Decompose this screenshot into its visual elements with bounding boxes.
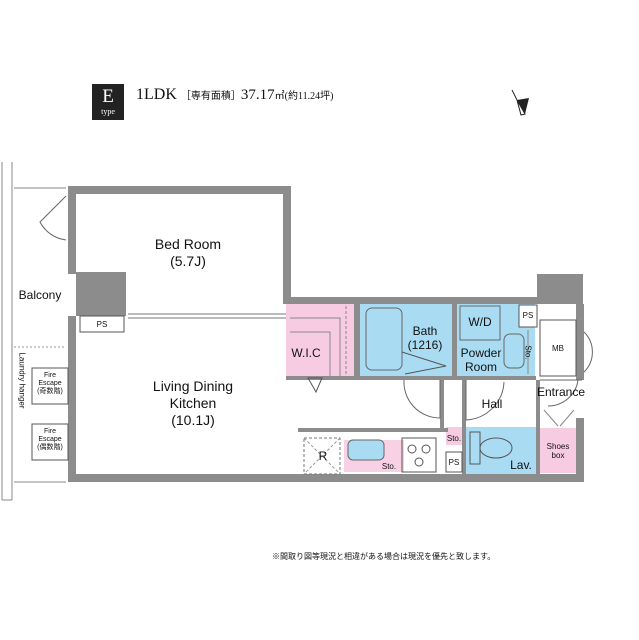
balcony-label: Balcony (18, 288, 62, 302)
bedroom-label: Bed Room (5.7J) (148, 236, 228, 270)
layout-label: 1LDK (136, 86, 177, 103)
unit-type-letter: E (102, 86, 114, 107)
shoes-box-label: Shoes box (540, 442, 576, 460)
bath-size: (1216) (407, 338, 443, 352)
unit-type-word: type (101, 107, 115, 116)
ldk-name-line1: Living Dining (152, 378, 234, 394)
fire-escape-1-line3: (奇数階) (37, 388, 63, 395)
washing-machine-pan (459, 305, 501, 341)
ps-box-powder (518, 304, 538, 328)
ps-box-lav (445, 451, 463, 473)
lav-area (465, 427, 537, 474)
fire-escape-hatch-1 (31, 367, 69, 405)
bath-area (360, 303, 452, 376)
sto-kitchen-label: Sto. (381, 462, 397, 471)
toilet-bowl (479, 437, 513, 459)
mb-box (539, 319, 577, 377)
exterior-left-rail (1, 162, 66, 501)
bedroom-name: Bed Room (154, 236, 222, 252)
shoes-box-line1: Shoes (546, 442, 570, 451)
sto-lav-label: Sto. (446, 434, 462, 443)
disclaimer-note: ※間取り図等現況と相違がある場合は現況を優先と致します。 (272, 552, 496, 561)
shoes-box-doors (543, 409, 575, 427)
area-tsubo: (約11.24坪) (284, 91, 334, 102)
hall-door-powder (465, 380, 505, 421)
sto-lav-area (446, 427, 464, 445)
area-unit: ㎡ (274, 91, 285, 102)
bath-door (401, 351, 447, 375)
unit-type-badge: E type (92, 84, 124, 120)
sliding-partition (128, 313, 286, 319)
mb-label: MB (552, 344, 564, 353)
plan-title: 1LDK ［専有面積］37.17㎡(約11.24坪) (136, 86, 333, 104)
ps-balcony-label: PS (96, 320, 108, 329)
fire-escape-label-1: Fire Escape (奇数階) (32, 372, 68, 396)
fire-escape-2-line3: (偶数階) (37, 444, 63, 451)
cooktop (401, 437, 437, 473)
hall-door-left (403, 379, 441, 419)
north-arrow-icon (511, 89, 529, 116)
lav-label: Lav. (510, 458, 532, 472)
fridge-space (303, 437, 341, 475)
entrance-door (540, 379, 582, 407)
ps-lav-label: PS (448, 458, 460, 467)
powder-name-line1: Powder (460, 346, 502, 360)
wic-door (307, 377, 323, 394)
bathtub (365, 307, 403, 371)
ps-box-balcony (79, 315, 125, 333)
ldk-name-line2: Kitchen (169, 395, 217, 411)
hall-label: Hall (481, 397, 503, 411)
fridge-label: R (318, 449, 328, 463)
powder-name-line2: Room (464, 360, 497, 374)
entrance-label: Entrance (536, 385, 586, 399)
powder-label: Powder Room (454, 346, 508, 374)
fire-escape-hatch-2 (31, 423, 69, 461)
bath-name: Bath (412, 324, 438, 338)
ps-powder-label: PS (522, 311, 534, 320)
fire-escape-label-2: Fire Escape (偶数階) (32, 428, 68, 452)
area-value: 37.17 (240, 87, 275, 103)
wd-label: W/D (468, 315, 492, 329)
shoes-box-area (540, 428, 576, 473)
bath-label: Bath (1216) (400, 324, 450, 352)
wic-area (286, 303, 354, 376)
fire-escape-1-line1: Fire (43, 372, 57, 379)
wic-shelves (290, 306, 347, 376)
ldk-size: (10.1J) (171, 412, 215, 428)
ldk-label: Living Dining Kitchen (10.1J) (134, 378, 252, 429)
sto-powder-label: Sto. (523, 345, 533, 360)
laundry-hanger-label: Laundry hanger (17, 352, 27, 409)
wic-label: W.I.C (291, 346, 321, 360)
balcony-door (39, 195, 67, 241)
walls (68, 186, 584, 482)
fire-escape-1-line2: Escape (38, 380, 62, 387)
bedroom-size: (5.7J) (170, 253, 206, 269)
fire-escape-2-line2: Escape (38, 436, 62, 443)
area-label: ［専有面積］ (180, 91, 241, 102)
basin (503, 333, 525, 369)
fire-escape-2-line1: Fire (43, 428, 57, 435)
kitchen-sink (347, 439, 385, 461)
shoes-box-line2: box (551, 451, 565, 460)
mb-door (583, 331, 593, 373)
